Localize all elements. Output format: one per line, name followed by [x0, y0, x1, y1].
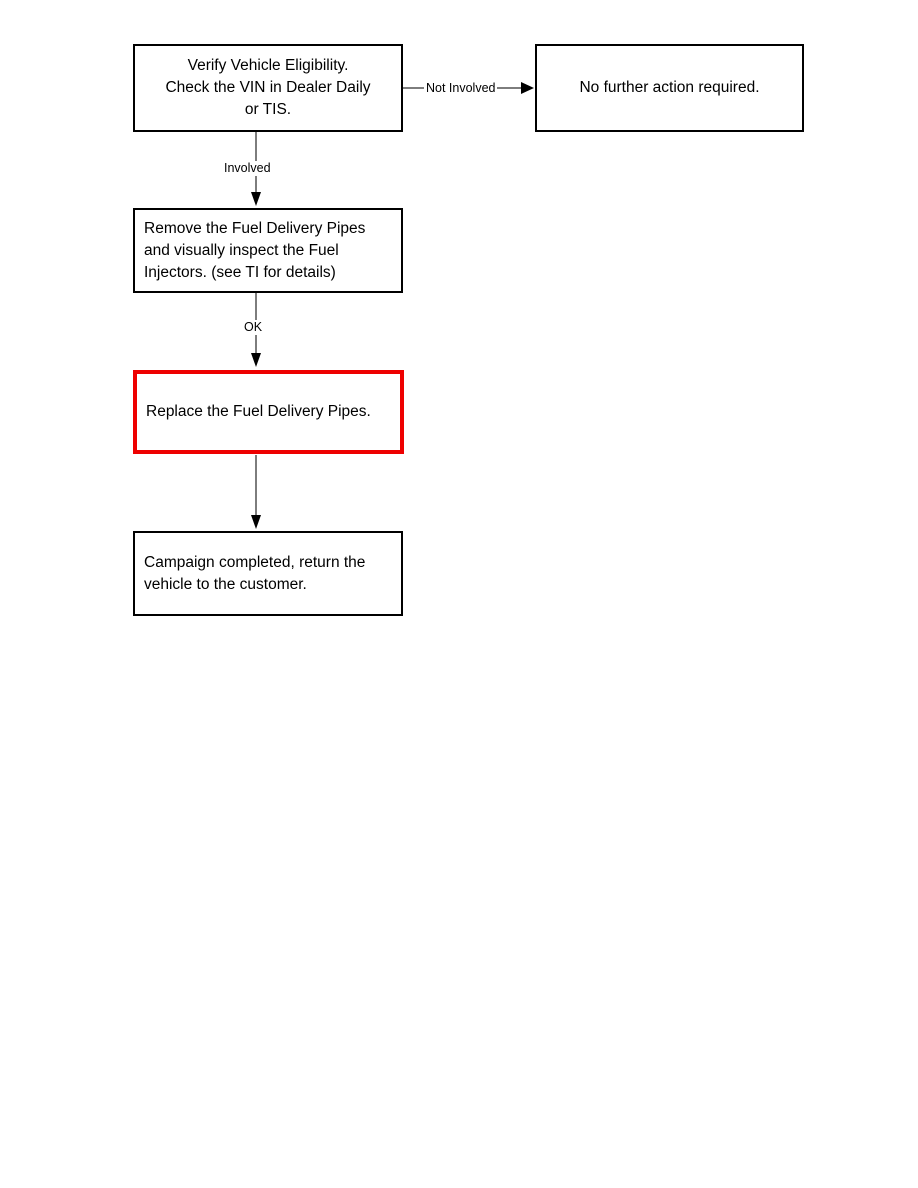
node-no-action-label: No further action required.	[579, 79, 760, 96]
edge-replace-to-complete-line	[255, 455, 257, 517]
node-remove-inspect-label: Remove the Fuel Delivery Pipes and visua…	[144, 219, 366, 281]
node-verify-eligibility-label: Verify Vehicle Eligibility. Check the VI…	[165, 57, 371, 118]
node-no-action[interactable]: No further action required.	[535, 44, 804, 132]
arrow-down-icon	[251, 192, 261, 206]
arrow-down-icon	[251, 515, 261, 529]
edge-label-ok: OK	[244, 320, 263, 335]
node-replace-pipes[interactable]: Replace the Fuel Delivery Pipes.	[133, 370, 404, 454]
edge-not-involved-line-left	[403, 87, 424, 89]
node-verify-eligibility[interactable]: Verify Vehicle Eligibility. Check the VI…	[133, 44, 403, 132]
node-remove-inspect[interactable]: Remove the Fuel Delivery Pipes and visua…	[133, 208, 403, 293]
node-campaign-complete-label: Campaign completed, return the vehicle t…	[144, 553, 366, 593]
node-campaign-complete[interactable]: Campaign completed, return the vehicle t…	[133, 531, 403, 616]
edge-label-involved: Involved	[224, 161, 271, 176]
arrow-right-icon	[521, 82, 534, 94]
arrow-down-icon	[251, 353, 261, 367]
edge-not-involved-line-right	[497, 87, 521, 89]
edge-label-not-involved: Not Involved	[424, 81, 498, 96]
node-replace-pipes-label: Replace the Fuel Delivery Pipes.	[146, 403, 371, 420]
